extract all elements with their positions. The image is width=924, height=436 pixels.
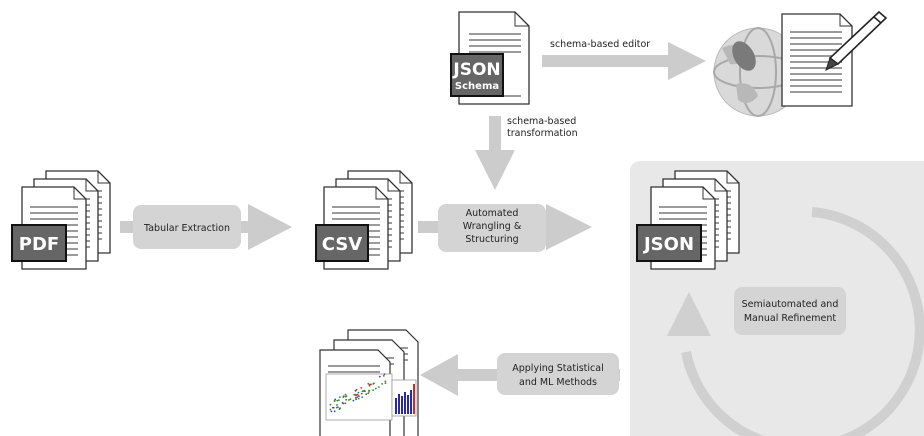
globe-icon [713, 27, 803, 117]
json-document-stack: JSON [636, 171, 739, 269]
scatter-dot [332, 406, 335, 409]
step-automated-wrangling: Automated Wrangling & Structuring [438, 204, 546, 252]
step-automated-wrangling-line2: Wrangling & [463, 221, 522, 232]
scatter-dot [333, 410, 336, 413]
scatter-dot [338, 408, 341, 410]
edge-label-schema-transformation-line1: schema-based [507, 116, 576, 127]
scatter-dot [384, 382, 387, 384]
json-schema-document: JSON Schema [450, 11, 530, 105]
scatter-dot [375, 387, 377, 390]
step-refinement: Semiautomated and Manual Refinement [734, 287, 846, 335]
scatter-dot [357, 397, 360, 400]
scatter-dot [372, 383, 375, 385]
scatter-dot [356, 396, 359, 398]
step-tabular-extraction: Tabular Extraction [133, 205, 241, 249]
scatter-dot [361, 390, 364, 393]
bar-chart-thumbnail [391, 379, 417, 417]
scatter-dot [344, 393, 347, 396]
scatter-dot [383, 373, 386, 376]
step-automated-wrangling-line3: Structuring [465, 234, 518, 245]
scatter-dot [381, 383, 383, 385]
scatter-dot [352, 399, 355, 402]
scatter-dot [330, 410, 333, 413]
editor-page-icon [781, 13, 853, 107]
pdf-badge: PDF [11, 224, 67, 262]
step-refinement-line2: Manual Refinement [744, 313, 837, 324]
json-schema-badge: JSON Schema [450, 53, 504, 97]
scatter-dot [368, 391, 370, 393]
scatter-dot [344, 395, 347, 398]
scatter-dot [336, 399, 339, 402]
csv-document-stack: CSV [315, 171, 412, 269]
csv-badge-label: CSV [322, 234, 363, 255]
scatter-dot [349, 398, 352, 401]
scatter-dot [370, 383, 372, 386]
scatter-dot [355, 388, 358, 391]
scatter-dot [355, 398, 357, 401]
scatter-dot [363, 389, 365, 392]
scatter-dot [378, 386, 380, 388]
json-badge-label: JSON [642, 234, 694, 255]
scatter-dot [356, 393, 359, 396]
scatter-dot [345, 398, 348, 401]
arrow-schema-transformation [475, 116, 515, 190]
scatter-dot [342, 402, 345, 405]
json-schema-badge-line1: JSON [452, 60, 500, 80]
scatter-dot [329, 403, 332, 406]
step-statistical-line1: Applying Statistical [512, 363, 603, 374]
csv-badge: CSV [315, 224, 369, 262]
scatter-dot [329, 408, 332, 411]
scatter-dot [361, 396, 364, 398]
scatter-dot [367, 392, 369, 395]
scatter-dot [334, 398, 337, 401]
edge-label-schema-transformation-line2: transformation [507, 128, 578, 139]
scatter-dot [339, 396, 341, 398]
results-document-stack [319, 329, 419, 436]
scatter-dot [384, 380, 387, 383]
scatter-dot [382, 375, 385, 377]
editor-icon [713, 10, 888, 117]
scatter-dot [337, 406, 339, 409]
pdf-badge-label: PDF [19, 234, 59, 255]
step-statistical: Applying Statistical and ML Methods [497, 353, 619, 395]
scatter-dot [357, 391, 360, 394]
json-schema-badge-line2: Schema [455, 81, 499, 92]
scatter-dot [355, 394, 357, 397]
refinement-loop-arrow [667, 207, 924, 436]
scatter-plot-thumbnail [325, 373, 393, 421]
scatter-dot [365, 393, 368, 396]
scatter-dot [360, 392, 363, 395]
scatter-dot [344, 402, 347, 405]
scatter-dot [372, 389, 374, 391]
arrow-schema-to-editor [542, 42, 706, 80]
scatter-dot [368, 389, 370, 392]
step-statistical-line2: and ML Methods [519, 377, 597, 388]
step-automated-wrangling-line1: Automated [466, 208, 519, 219]
scatter-dot [378, 375, 381, 378]
step-refinement-line1: Semiautomated and [742, 299, 839, 310]
scatter-dot [358, 395, 360, 398]
json-badge: JSON [636, 224, 702, 262]
scatter-dot [367, 382, 370, 385]
scatter-dot [336, 404, 338, 406]
scatter-dot [347, 399, 350, 401]
scatter-dot [338, 399, 340, 401]
scatter-dot [354, 396, 357, 399]
scatter-dot [342, 396, 345, 398]
pencil-icon [825, 10, 888, 71]
pdf-document-stack: PDF [11, 171, 110, 269]
edge-label-schema-editor: schema-based editor [550, 39, 650, 50]
step-tabular-extraction-label: Tabular Extraction [143, 223, 230, 234]
scatter-dot [360, 387, 363, 389]
